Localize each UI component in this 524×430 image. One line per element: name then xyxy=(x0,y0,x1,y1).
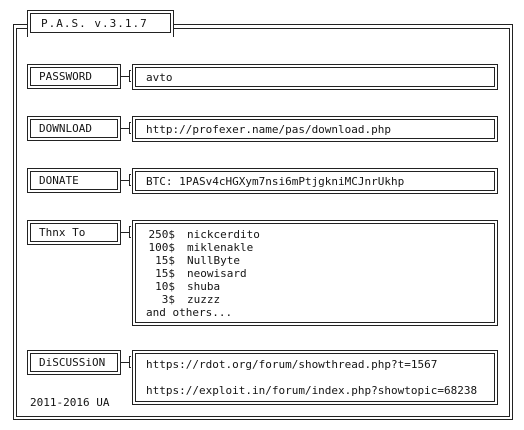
thanks-name: neowisard xyxy=(187,267,247,280)
thanks-list: 250$ nickcerdito 100$ miklenakle 15$ Nul… xyxy=(135,223,495,323)
donate-btc-address[interactable]: BTC: 1PASv4cHGXym7nsi6mPtjgkniMCJnrUkhp xyxy=(135,171,495,191)
thanks-row: 100$ miklenakle xyxy=(139,241,494,254)
thanks-name: nickcerdito xyxy=(187,228,260,241)
thanks-amount: 10$ xyxy=(155,280,175,293)
thanks-row: 3$ zuzzz xyxy=(139,293,494,306)
main-frame-inner xyxy=(16,28,510,417)
main-frame-outer xyxy=(13,24,513,420)
download-connector xyxy=(121,128,129,129)
discussion-links: https://rdot.org/forum/showthread.php?t=… xyxy=(135,353,495,402)
password-bracket xyxy=(129,70,131,82)
thanks-row: 15$ NullByte xyxy=(139,254,494,267)
thanks-label: Thnx To xyxy=(30,223,118,242)
discussion-link-exploit[interactable]: https://exploit.in/forum/index.php?showt… xyxy=(146,384,478,397)
thanks-amount: 15$ xyxy=(155,267,175,280)
thanks-name: shuba xyxy=(187,280,221,293)
app-title: P.A.S. v.3.1.7 xyxy=(30,13,171,33)
download-label: DOWNLOAD xyxy=(30,119,118,138)
download-bracket xyxy=(129,122,131,134)
thanks-bracket xyxy=(129,226,131,238)
discussion-connector xyxy=(121,362,129,363)
thanks-amount: 250$ xyxy=(148,228,176,241)
discussion-label: DiSCUSSiON xyxy=(30,353,118,372)
discussion-link-rdot[interactable]: https://rdot.org/forum/showthread.php?t=… xyxy=(146,358,438,371)
password-connector xyxy=(121,76,129,77)
donate-label: DONATE xyxy=(30,171,118,190)
copyright-text: 2011-2016 UA xyxy=(30,396,110,409)
thanks-name: zuzzz xyxy=(187,293,221,306)
thanks-footer: and others... xyxy=(146,306,233,319)
thanks-name: NullByte xyxy=(187,254,240,267)
thanks-amount: 100$ xyxy=(148,241,176,254)
donate-bracket xyxy=(129,174,131,186)
thanks-row: 10$ shuba xyxy=(139,280,494,293)
thanks-name: miklenakle xyxy=(187,241,254,254)
thanks-connector xyxy=(121,232,129,233)
discussion-bracket xyxy=(129,356,131,368)
password-value[interactable]: avto xyxy=(135,67,495,87)
thanks-row: 250$ nickcerdito xyxy=(139,228,494,241)
password-label: PASSWORD xyxy=(30,67,118,86)
download-link[interactable]: http://profexer.name/pas/download.php xyxy=(135,119,495,139)
thanks-row: 15$ neowisard xyxy=(139,267,494,280)
donate-connector xyxy=(121,180,129,181)
thanks-amount: 15$ xyxy=(155,254,175,267)
thanks-amount: 3$ xyxy=(161,293,175,306)
